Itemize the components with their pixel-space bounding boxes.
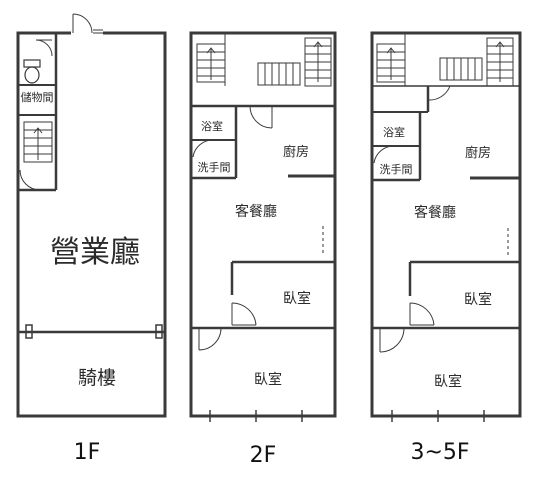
room-label-showroom: 營業廳 xyxy=(50,235,140,270)
floor-2f-plan xyxy=(189,31,337,422)
room-label-living: 客餐廳 xyxy=(414,204,456,221)
room-label-kitchen: 廚房 xyxy=(465,145,491,161)
room-label-bedroom-2: 臥室 xyxy=(254,371,282,388)
stair-icon xyxy=(486,37,514,87)
room-label-bath: 浴室 xyxy=(201,119,223,133)
stair-icon xyxy=(376,43,406,83)
room-label-bedroom-1: 臥室 xyxy=(464,291,492,308)
room-label-storage: 儲物間 xyxy=(21,90,54,104)
stair-icon xyxy=(439,57,483,81)
outer-wall xyxy=(370,31,522,418)
room-label-kitchen: 廚房 xyxy=(283,144,309,160)
toilet-icon xyxy=(23,59,41,84)
floor-title-1f: 1F xyxy=(74,440,101,465)
room-label-powder: 洗手間 xyxy=(380,162,413,176)
room-label-living: 客餐廳 xyxy=(235,203,277,220)
room-label-bedroom-1: 臥室 xyxy=(283,290,311,307)
outer-wall xyxy=(189,31,337,418)
stair-icon xyxy=(23,121,53,163)
room-label-bath: 浴室 xyxy=(383,125,405,139)
floor-1f-plan xyxy=(16,13,167,418)
room-label-bedroom-2: 臥室 xyxy=(434,373,462,390)
entry-door xyxy=(72,13,103,34)
floor-title-3-5f: 3~5F xyxy=(410,440,469,465)
floor-title-2f: 2F xyxy=(250,443,277,468)
floor-3-5f-plan xyxy=(370,31,522,422)
room-label-arcade: 騎樓 xyxy=(78,367,116,389)
stair-icon xyxy=(304,37,332,87)
room-label-powder: 洗手間 xyxy=(198,160,231,174)
stair-icon xyxy=(257,62,301,86)
stair-icon xyxy=(196,43,226,83)
